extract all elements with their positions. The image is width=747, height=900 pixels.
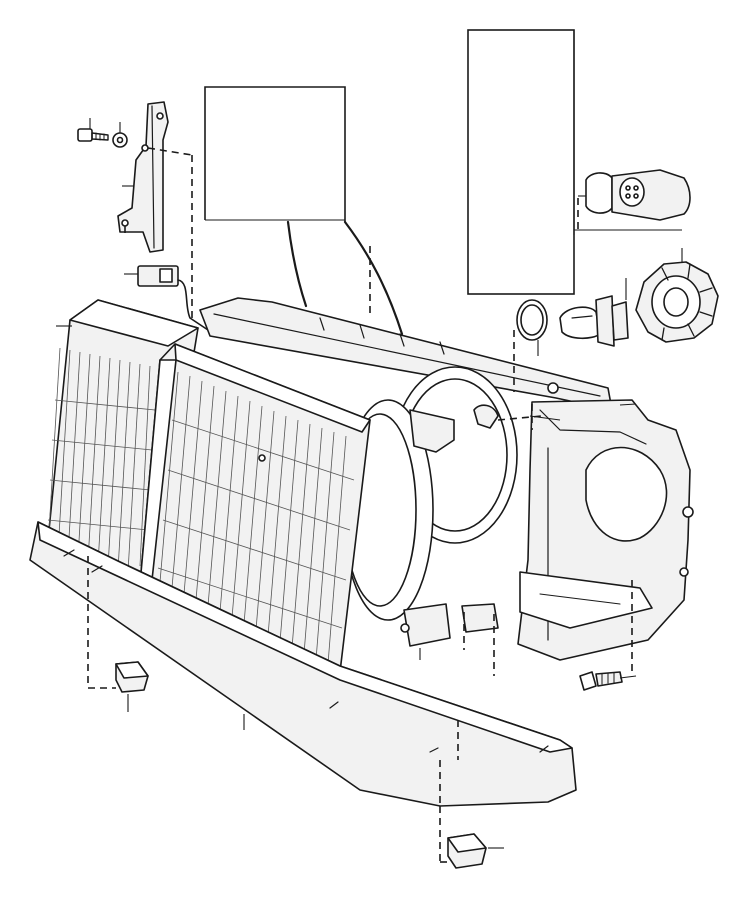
- trim-clip-icon: [87, 556, 149, 712]
- seal-ring-icon: [513, 299, 548, 392]
- mounting-bracket: [117, 101, 193, 322]
- trim-clip-icon-lower: [439, 720, 504, 869]
- screw-icon: [77, 118, 109, 142]
- callout-box-center: [204, 86, 404, 336]
- callout-box-right: [467, 29, 682, 295]
- front-trim-strip: [29, 521, 577, 807]
- bulb-cap-icon: [635, 248, 719, 343]
- right-headlamp-lens: [139, 343, 371, 677]
- washer-icon: [112, 122, 128, 148]
- halogen-bulb-icon: [559, 278, 629, 347]
- connector-clip: [124, 265, 209, 331]
- bulb-socket-icon: [577, 169, 691, 232]
- headlamp-housing: [199, 297, 694, 661]
- assembly-lines: [369, 246, 533, 676]
- housing-screw-icon: [579, 580, 637, 691]
